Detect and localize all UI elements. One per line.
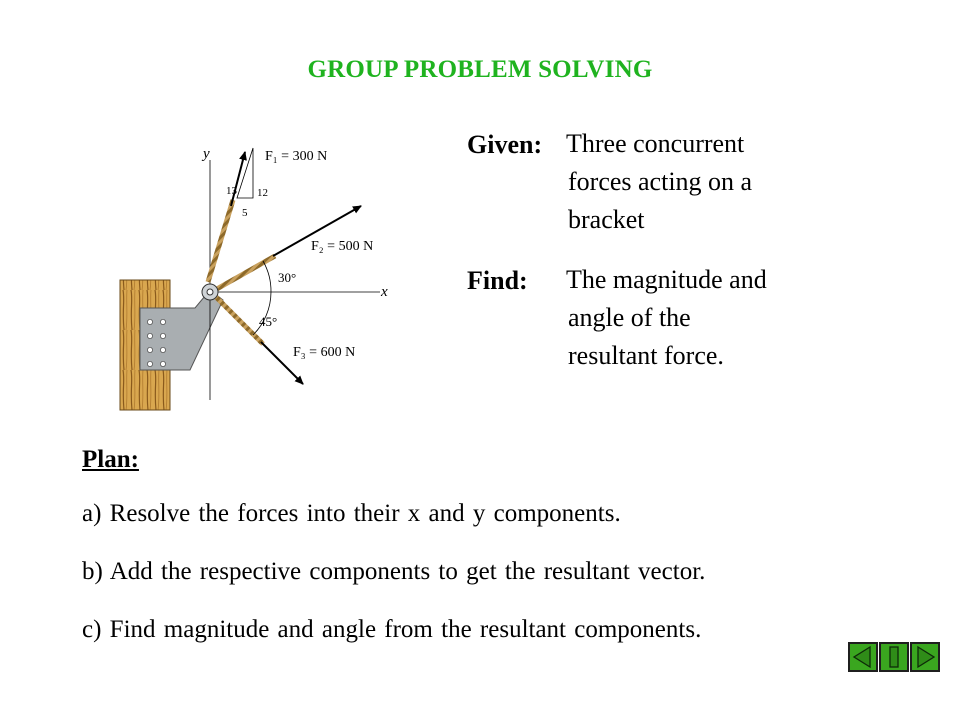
f2-label: F₂ = 500 N — [311, 239, 373, 254]
next-button[interactable] — [910, 642, 940, 672]
slope-5: 5 — [242, 207, 248, 219]
arrow-f3 — [260, 341, 304, 385]
next-arrow-icon — [917, 645, 936, 669]
find-line-3: resultant force. — [568, 341, 724, 370]
find-line-2: angle of the — [568, 303, 691, 332]
previous-button[interactable] — [848, 642, 878, 672]
plan-heading: Plan: — [82, 446, 139, 473]
f3-label: F₃ = 600 N — [293, 345, 355, 360]
slope-12: 12 — [257, 187, 268, 199]
rope-f2 — [213, 253, 277, 293]
slope-13: 13 — [226, 185, 238, 197]
previous-arrow-icon — [852, 645, 871, 669]
bracket-figure: y x 13 12 5 30° 45° F₁ = 300 N F₂ = 500 … — [105, 130, 415, 415]
given-line-1: Three concurrent — [566, 129, 745, 158]
x-axis-label: x — [380, 284, 388, 300]
arrow-f1 — [230, 151, 247, 207]
given-line-2: forces acting on a — [568, 167, 753, 196]
home-button[interactable] — [879, 642, 909, 672]
find-line-1: The magnitude and — [566, 265, 767, 294]
plan-step-b: b) Add the respective components to get … — [82, 558, 706, 585]
find-label: Find: — [467, 266, 528, 295]
slope-triangle — [236, 147, 254, 199]
y-axis-label: y — [201, 146, 210, 162]
given-label: Given: — [467, 130, 543, 159]
arrow-f2 — [272, 205, 362, 257]
f1-label: F₁ = 300 N — [265, 149, 327, 164]
rope-f3 — [213, 294, 265, 346]
angle-45-label: 45° — [259, 314, 277, 329]
angle-arc-45 — [252, 291, 272, 336]
given-line-3: bracket — [568, 205, 645, 234]
bracket-diagram: y x 13 12 5 30° 45° F₁ = 300 N F₂ = 500 … — [119, 146, 388, 411]
pin-inner — [206, 288, 214, 296]
angle-arc-30 — [262, 260, 272, 293]
stop-bar-icon — [889, 646, 899, 668]
rope-f1 — [205, 199, 236, 283]
plan-step-c: c) Find magnitude and angle from the res… — [82, 616, 702, 643]
bolt-holes — [147, 318, 167, 367]
angle-30-label: 30° — [278, 270, 296, 285]
plan-step-a: a) Resolve the forces into their x and y… — [82, 500, 621, 527]
slide-title: GROUP PROBLEM SOLVING — [307, 56, 653, 83]
